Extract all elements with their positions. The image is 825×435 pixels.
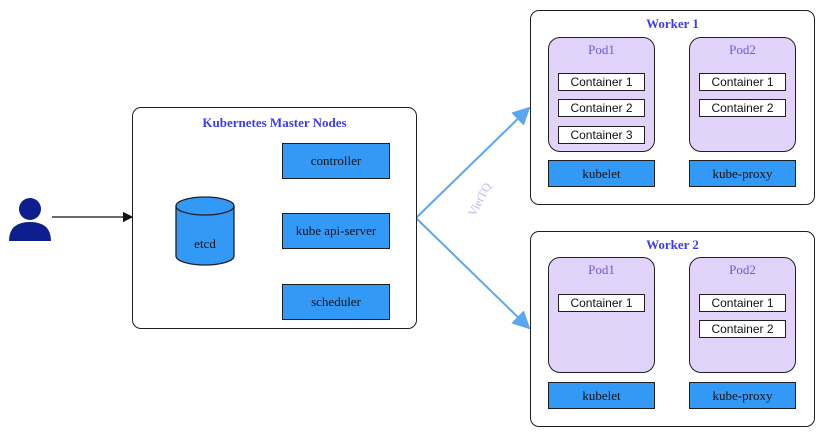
container-box: Container 3 xyxy=(558,126,645,144)
worker2-kube-proxy: kube-proxy xyxy=(689,382,796,409)
master-to-worker2-arrow xyxy=(415,217,531,330)
worker1-title: Worker 1 xyxy=(646,16,699,31)
worker1-kube-proxy: kube-proxy xyxy=(689,160,796,187)
controller-box: controller xyxy=(282,143,390,179)
pod-title: Pod1 xyxy=(588,262,615,277)
worker2-title: Worker 2 xyxy=(646,237,699,252)
container-box: Container 2 xyxy=(699,320,786,338)
container-box: Container 1 xyxy=(558,294,645,312)
pod-title: Pod2 xyxy=(729,42,756,57)
worker1-pod1: Pod1 Container 1 Container 2 Container 3 xyxy=(548,37,655,152)
container-box: Container 2 xyxy=(558,99,645,117)
kube-proxy-label: kube-proxy xyxy=(712,387,773,403)
pod-title: Pod2 xyxy=(729,262,756,277)
worker2-pod2: Pod2 Container 1 Container 2 xyxy=(689,257,796,373)
container-box: Container 1 xyxy=(699,73,786,91)
scheduler-box: scheduler xyxy=(282,284,390,320)
container-box: Container 2 xyxy=(699,99,786,117)
kubelet-label: kubelet xyxy=(582,387,621,403)
controller-label: controller xyxy=(310,153,362,168)
worker1-kubelet: kubelet xyxy=(548,160,655,187)
pod-title: Pod1 xyxy=(588,42,615,57)
etcd-label: etcd xyxy=(194,236,216,251)
kube-proxy-label: kube-proxy xyxy=(712,165,773,181)
api-server-label: kube api-server xyxy=(295,223,377,238)
container-box: Container 1 xyxy=(699,294,786,312)
master-node-title: Kubernetes Master Nodes xyxy=(202,115,347,130)
api-server-box: kube api-server xyxy=(282,213,390,249)
user-icon xyxy=(9,198,51,241)
worker2-kubelet: kubelet xyxy=(548,382,655,409)
container-box: Container 1 xyxy=(558,73,645,91)
scheduler-label: scheduler xyxy=(311,294,361,309)
kubelet-label: kubelet xyxy=(582,165,621,181)
worker1-pod2: Pod2 Container 1 Container 2 xyxy=(689,37,796,152)
worker2-pod1: Pod1 Container 1 xyxy=(548,257,655,373)
master-to-worker1-arrow xyxy=(415,106,531,219)
